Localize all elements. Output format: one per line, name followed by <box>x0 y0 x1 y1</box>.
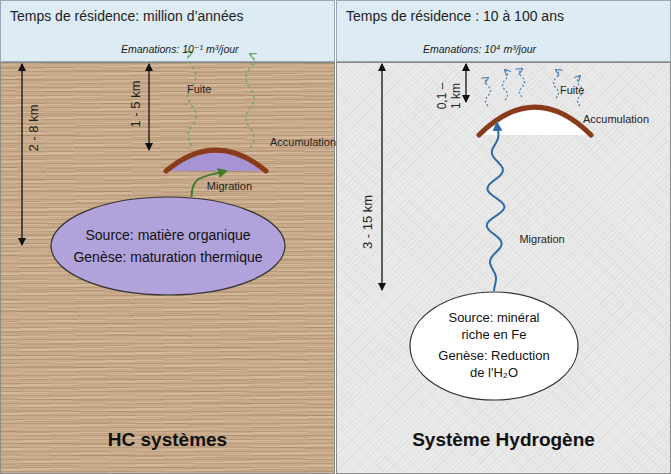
annotation-label: Temps de résidence: million d’années <box>10 8 310 24</box>
ellipse-shape <box>410 292 578 400</box>
system-title: Système Hydrogène <box>337 429 670 451</box>
edge-label: Migration <box>207 180 252 192</box>
source-ellipse: Source: minéral riche en Fe Genèse: Reduc… <box>409 291 579 401</box>
annotation-label: Fuite <box>560 84 620 96</box>
accumulation-dome: Accumulation <box>479 99 591 135</box>
annotation-label: Temps de résidence : 10 à 100 ans <box>346 8 646 24</box>
depth-label: 1 - 5 km <box>129 69 144 139</box>
source-text: Source: minéral riche en Fe <box>433 310 555 344</box>
annotation-label: Emanations: 10⁴ m³/jour <box>423 43 613 55</box>
depth-label: 3 - 15 km <box>361 177 376 267</box>
geology-panel: HC systèmes Source: matière organiqueGenè… <box>0 62 335 474</box>
accumulation-label: Accumulation <box>270 136 336 148</box>
ellipse-text-box: Source: minéral riche en Fe Genèse: Reduc… <box>409 291 579 401</box>
dome-outline <box>479 99 591 139</box>
edge-label: Migration <box>519 233 564 245</box>
ellipse-text-box: Source: matière organiqueGenèse: maturat… <box>50 196 286 296</box>
ellipse-outline <box>409 291 579 401</box>
geology-panel: Système Hydrogène Source: minéral riche e… <box>336 62 671 474</box>
annotation-label: Emanations: 10⁻¹ m³/jour <box>121 43 311 55</box>
dome-fill <box>166 150 266 171</box>
depth-label: 2 - 8 km <box>27 83 42 173</box>
dome-outline <box>166 144 266 175</box>
ellipse-outline <box>50 196 286 296</box>
source-ellipse: Source: matière organiqueGenèse: maturat… <box>50 196 286 296</box>
depth-label: 0,1 – 1 km <box>436 78 464 114</box>
system-title: HC systèmes <box>1 429 334 451</box>
dome-arc <box>166 150 266 171</box>
source-text: Source: matière organique <box>72 226 264 244</box>
source-text: Genèse: maturation thermique <box>72 248 264 266</box>
accumulation-label: Accumulation <box>583 113 649 125</box>
dome-fill <box>479 107 591 135</box>
annotation-label: Fuite <box>187 83 247 95</box>
ellipse-shape <box>51 197 285 295</box>
dome-arc <box>479 107 591 135</box>
accumulation-dome: Accumulation <box>166 144 266 171</box>
source-text: Genèse: Reduction de l'H₂O <box>433 348 555 382</box>
